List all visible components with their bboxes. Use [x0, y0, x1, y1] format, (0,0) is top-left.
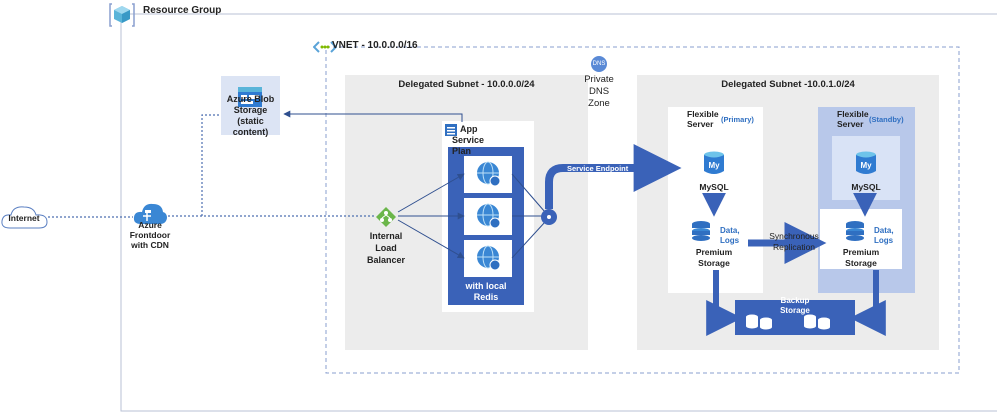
primary-storage-line-1: Premium [695, 247, 733, 257]
blob-storage-icon [238, 87, 262, 107]
primary-storage-label: Premium Storage [680, 247, 748, 269]
blob-line-1: Azure Blob [226, 94, 275, 104]
asp-line-1: App [460, 124, 478, 134]
ilb-line-1: Internal [369, 231, 403, 241]
blob-line-2: Storage [233, 105, 268, 115]
redis-line-1: with local [465, 281, 507, 291]
internet-label: Internet [8, 213, 40, 223]
frontdoor-label: Azure Frontdoor with CDN [120, 220, 180, 250]
standby-disk-icon [846, 221, 864, 241]
primary-title-line-1: Flexible [687, 109, 719, 119]
primary-mysql-icon-text: My [708, 161, 720, 170]
blob-line-3: (static [237, 116, 264, 126]
primary-title-line-2: Server [687, 119, 714, 129]
app-service-plan-label: App Service Plan [452, 124, 484, 157]
backup-line-1: Backup [780, 296, 810, 305]
primary-server-title: Flexible Server [687, 109, 719, 129]
replication-line-1: Synchronous [769, 231, 819, 241]
standby-data-line-2: Logs [874, 236, 894, 245]
load-balancer-label: Internal Load Balancer [356, 230, 416, 266]
blob-line-4: content) [232, 127, 269, 137]
app-service-plan-icon [445, 124, 457, 136]
backup-disk-2 [760, 317, 772, 330]
vnet-border [325, 46, 960, 374]
backup-storage-label: Backup Storage [735, 296, 855, 316]
ilb-line-2: Load [375, 243, 397, 253]
blob-storage-label: Azure Blob Storage (static content) [221, 94, 280, 138]
backup-line-2: Storage [780, 306, 810, 315]
primary-data-logs: Data, Logs [720, 226, 740, 246]
asp-line-3: Plan [452, 146, 472, 156]
subnet-db-label: Delegated Subnet -10.0.1.0/24 [721, 79, 855, 90]
standby-data-line-1: Data, [874, 226, 894, 235]
inst-agg-3 [511, 221, 546, 259]
dns-line-1: Private [584, 74, 614, 85]
standby-backup-arrow [849, 270, 886, 336]
standby-role-label: (Standby) [869, 115, 904, 124]
ilb-link-3 [397, 219, 465, 259]
load-balancer-icon [376, 207, 396, 227]
dns-line-3: Zone [588, 98, 610, 109]
vnet-label: VNET - 10.0.0.0/16 [332, 40, 418, 51]
resource-group-border [120, 13, 997, 412]
primary-disk-icon [692, 221, 710, 241]
replication-label: Synchronous Replication [758, 231, 830, 253]
backup-disk-3 [804, 314, 816, 329]
primary-data-line-2: Logs [720, 236, 740, 245]
backup-disks-icon [746, 314, 830, 330]
ilb-line-3: Balancer [366, 255, 406, 265]
standby-data-logs: Data, Logs [874, 226, 894, 246]
resource-group-label: Resource Group [143, 5, 222, 16]
redis-line-2: Redis [473, 292, 499, 302]
primary-data-line-1: Data, [720, 226, 740, 235]
dns-zone-label: Private DNS Zone [575, 74, 623, 110]
app-service-icon-3 [477, 245, 501, 271]
inst-agg-1 [511, 173, 546, 213]
vnet-icon [313, 41, 337, 53]
standby-mysql-icon: My [856, 151, 876, 174]
frontdoor-blob-link [201, 114, 220, 216]
primary-storage-line-2: Storage [698, 258, 730, 268]
resource-group-icon [109, 3, 135, 27]
asp-line-2: Service [452, 135, 485, 145]
backup-disk-1 [746, 314, 758, 329]
standby-storage-line-1: Premium [842, 247, 880, 257]
redis-label: with local Redis [448, 281, 524, 303]
frontdoor-icon [133, 203, 167, 224]
app-service-icon-1 [477, 161, 501, 187]
dns-icon: DNS [591, 56, 607, 72]
standby-mysql-icon-text: My [860, 161, 872, 170]
standby-server-title: Flexible Server [837, 109, 869, 129]
primary-mysql-label: MySQL [699, 182, 729, 192]
standby-storage-label: Premium Storage [820, 247, 902, 269]
primary-mysql-icon: My [704, 151, 724, 174]
app-service-icon-2 [477, 203, 501, 229]
standby-mysql-label: MySQL [851, 182, 881, 192]
standby-title-line-1: Flexible [837, 109, 869, 119]
service-endpoint-arrow [545, 144, 682, 209]
frontdoor-line-2: Frontdoor [129, 230, 171, 240]
primary-role-label: (Primary) [721, 115, 754, 124]
subnet-app-label: Delegated Subnet - 10.0.0.0/24 [398, 79, 535, 90]
frontdoor-line-3: with CDN [131, 240, 169, 250]
primary-backup-arrow [706, 270, 743, 336]
primary-storage-box [680, 210, 748, 270]
backup-disk-4 [818, 317, 830, 330]
internet-cloud-icon [1, 206, 48, 229]
standby-storage-line-2: Storage [845, 258, 877, 268]
asp-blob-arrow [283, 110, 463, 122]
frontdoor-line-1: Azure [138, 220, 162, 230]
standby-title-line-2: Server [837, 119, 864, 129]
replication-line-2: Replication [772, 242, 816, 252]
ilb-link-1 [397, 173, 465, 213]
dns-line-2: DNS [588, 86, 610, 97]
service-endpoint-label: Service Endpoint [567, 164, 629, 173]
